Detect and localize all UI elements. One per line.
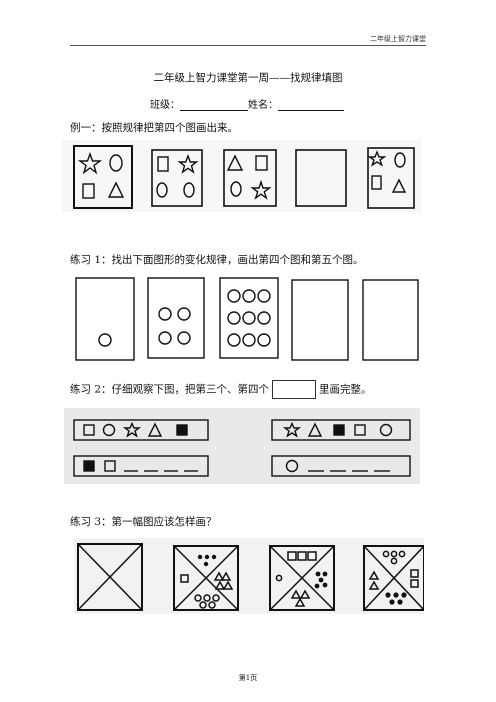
exercise-1-figures [74,276,420,362]
answer-box-5 [362,279,419,361]
exercise-3-prompt: 练习 3：第一幅图应该怎样画？ [70,516,217,528]
sequence-3 [73,455,209,477]
exercise-1-prompt: 练习 1：找出下面图形的变化规律，画出第四个图和第五个图。 [70,254,364,266]
exercise-3-figures [74,538,424,614]
exercise-2-label-before: 练习 2：仔细观察下图，把第三个、第四个 [70,383,270,396]
exercise-1-figure-3 [219,277,279,359]
exercise-3-figure-1 [77,543,143,611]
sequence-2 [271,419,411,441]
answer-box-4 [295,149,347,207]
pattern-figure-5 [367,147,415,209]
exercise-2-label-after: 里画完整。 [319,383,372,396]
class-label: 班级： [150,100,180,111]
worksheet-title: 二年级上智力课堂第一周——找规律填图 [153,72,343,84]
page-number: 第1页 [238,674,258,682]
name-label: 姓名： [248,100,278,111]
example-1-prompt: 例一：按照规律把第四个图画出来。 [70,122,238,134]
exercise-3-figure-4 [363,545,424,611]
student-info-line: 班级： 姓名： [150,96,344,111]
class-blank[interactable] [180,98,248,111]
sequence-4 [271,455,411,477]
exercise-3-figure-3 [269,545,335,611]
exercise-1-figure-1 [75,277,135,361]
inline-box-icon [272,380,317,399]
pattern-figure-3 [223,149,277,207]
sequence-1 [73,419,209,441]
pattern-figure-2 [151,149,203,207]
header-rule [70,45,426,46]
page-header: 二年级上智力课堂 [370,35,426,43]
example-1-figures [62,140,422,212]
name-blank[interactable] [278,98,344,111]
exercise-2-figures [64,408,420,484]
answer-box-4 [291,279,349,361]
pattern-figure-1 [73,145,133,209]
exercise-3-figure-2 [173,545,239,611]
exercise-1-figure-2 [147,277,205,359]
exercise-2-prompt: 练习 2：仔细观察下图，把第三个、第四个 里画完整。 [70,380,372,399]
